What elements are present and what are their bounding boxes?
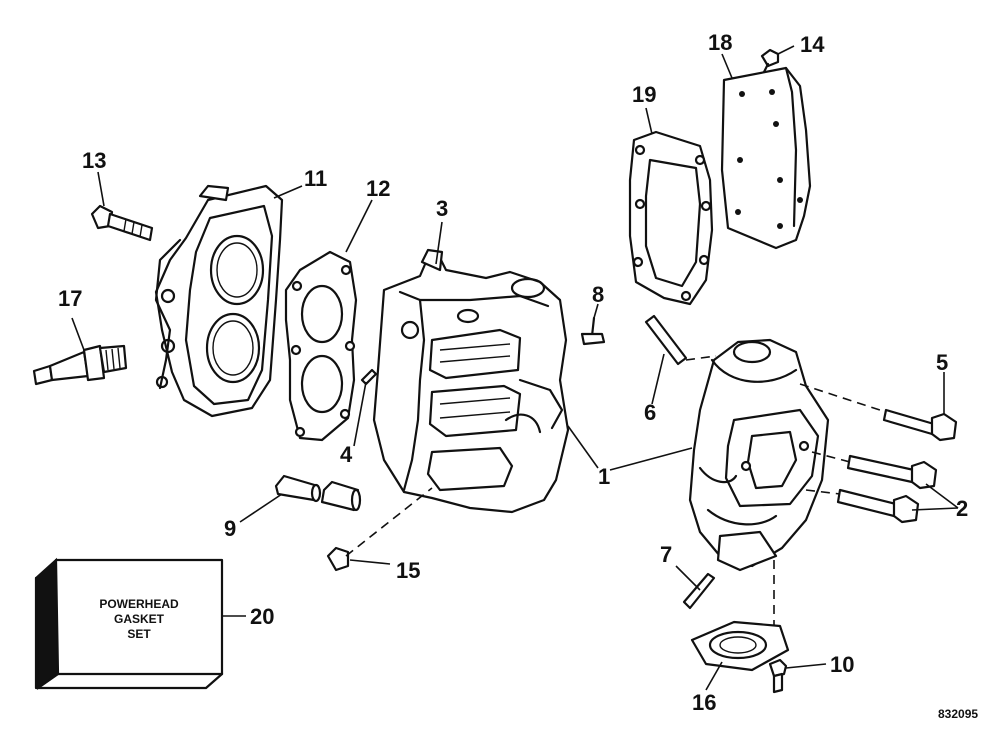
assembly-line-bolts-2	[811, 451, 851, 463]
callout-11: 11	[304, 166, 327, 191]
assembly-line-bolts-1	[799, 383, 887, 413]
callout-10: 10	[830, 652, 854, 677]
assembly-line-15	[345, 487, 433, 557]
crankcase-bolt-upper	[846, 454, 938, 490]
head-gasket	[284, 250, 358, 442]
callout-5: 5	[936, 350, 948, 375]
cover-screw	[760, 48, 780, 74]
leader-lines	[71, 45, 959, 691]
callout-17: 17	[58, 286, 82, 311]
callout-19: 19	[632, 82, 656, 107]
head-bolt	[90, 204, 154, 242]
callout-20: 20	[250, 604, 274, 629]
cylinder-block	[372, 248, 570, 514]
crankcase-bolt-long	[882, 408, 958, 442]
crankcase-bolt-lower	[836, 488, 920, 524]
cover-plate	[720, 66, 812, 250]
callout-6: 6	[644, 400, 656, 425]
drain-plug	[326, 546, 350, 572]
callout-15: 15	[396, 558, 420, 583]
bearing-cover	[690, 620, 790, 672]
cylinder-head	[154, 184, 284, 418]
cover-screw-10	[768, 658, 788, 694]
gasket-box-line1: POWERHEAD	[99, 597, 179, 611]
spark-plug	[32, 344, 128, 386]
dowel-pin-6	[644, 314, 688, 366]
assembly-line-bolts-3	[805, 489, 841, 495]
gasket-box-line2: GASKET	[114, 612, 165, 626]
assembly-line-6	[685, 355, 717, 361]
catalog-number: 832095	[938, 707, 978, 721]
gasket-set-box	[34, 557, 224, 690]
callout-2: 2	[956, 496, 968, 521]
callout-14: 14	[800, 32, 825, 57]
callout-16: 16	[692, 690, 716, 715]
callout-4: 4	[340, 442, 353, 467]
dowel-pin-7	[682, 572, 716, 610]
callout-12: 12	[366, 176, 390, 201]
cover-gasket	[628, 130, 714, 306]
gasket-box-line3: SET	[127, 627, 151, 641]
dowel-pin-small	[360, 368, 378, 386]
dowel-sleeves	[274, 474, 362, 512]
callout-3: 3	[436, 196, 448, 221]
callout-1: 1	[598, 464, 610, 489]
callout-7: 7	[660, 542, 672, 567]
callout-9: 9	[224, 516, 236, 541]
callout-13: 13	[82, 148, 106, 173]
pin-screw	[580, 316, 606, 346]
callout-18: 18	[708, 30, 732, 55]
crankcase-half	[688, 338, 830, 572]
callout-8: 8	[592, 282, 604, 307]
